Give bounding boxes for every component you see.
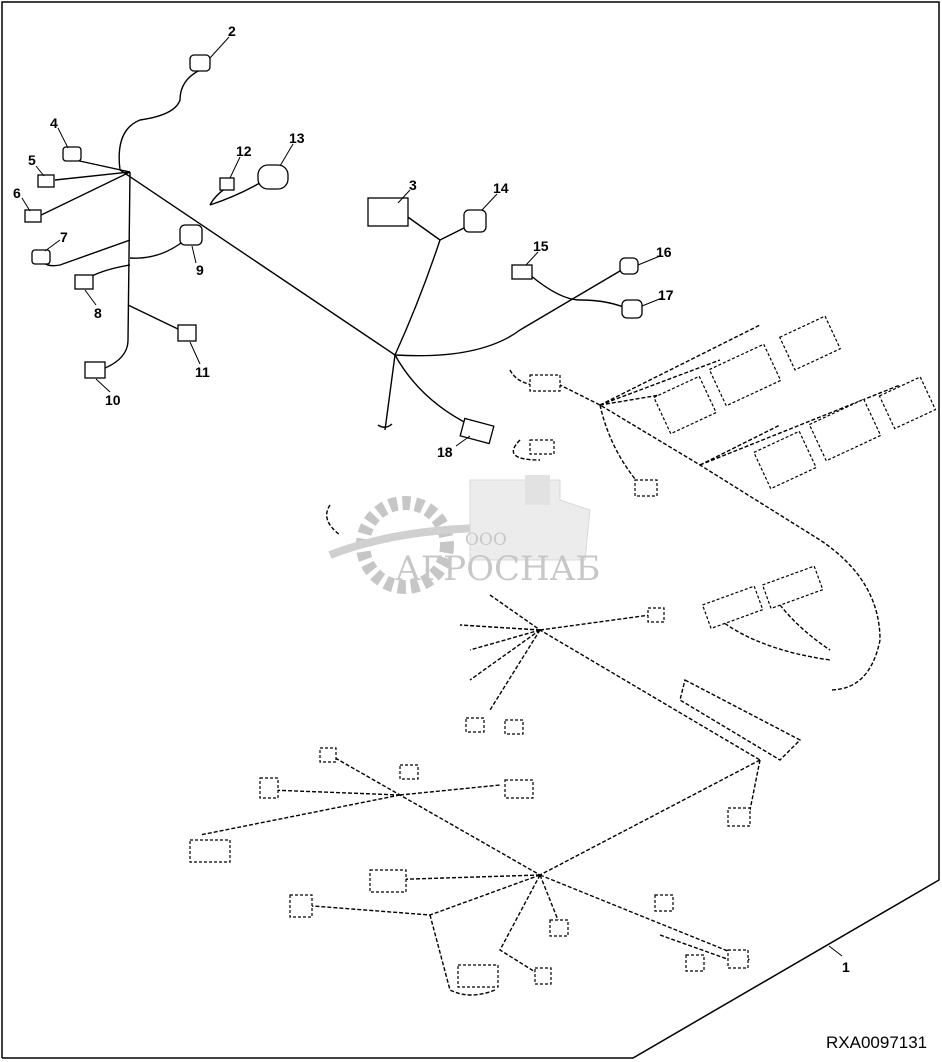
callout-8: 8 (94, 305, 102, 321)
callout-14: 14 (493, 180, 509, 196)
callout-17: 17 (658, 287, 674, 303)
callout-4: 4 (50, 115, 58, 131)
callout-16: 16 (656, 244, 672, 260)
watermark-logo: ООО АГРОСНАБ (328, 475, 600, 594)
callout-3: 3 (409, 177, 417, 193)
callout-9: 9 (196, 262, 204, 278)
watermark-prefix: ООО (465, 530, 507, 550)
callout-7: 7 (60, 229, 68, 245)
cab-harness (24, 54, 643, 445)
callout-18: 18 (437, 444, 453, 460)
callout-11: 11 (195, 364, 210, 380)
figure-code: RXA0097131 (826, 1033, 927, 1052)
callouts: 1 2 3 4 5 6 7 8 9 10 11 12 13 14 15 16 1… (13, 23, 850, 975)
callout-13: 13 (289, 130, 305, 146)
callout-12: 12 (236, 143, 252, 159)
callout-5: 5 (28, 152, 36, 168)
main-harness-phantom (189, 315, 937, 996)
callout-15: 15 (533, 238, 549, 254)
leader-lines (21, 36, 843, 957)
callout-1: 1 (842, 959, 850, 975)
watermark-name: АГРОСНАБ (395, 549, 600, 589)
callout-10: 10 (105, 392, 121, 408)
callout-2: 2 (228, 23, 236, 39)
callout-6: 6 (13, 185, 21, 201)
